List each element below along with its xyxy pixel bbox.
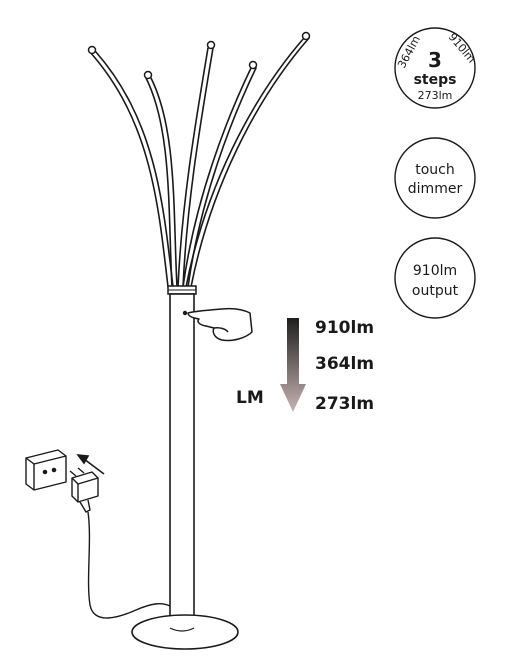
lamp-base (131, 614, 239, 650)
dimming-level-2: 364lm (315, 354, 374, 374)
wall-socket-icon (25, 449, 67, 491)
arm-tip-3 (206, 40, 216, 50)
steps-badge: 364lm 910lm 3 steps 273lm (394, 27, 478, 109)
output-line2: output (412, 283, 459, 299)
touch-dimmer-badge-circle (394, 137, 476, 219)
steps-badge-circle (394, 27, 476, 109)
touch-dimmer-line2: dimmer (408, 181, 463, 197)
arm-tip-5 (301, 31, 311, 41)
plug-adapter-icon (69, 467, 99, 513)
arm-tip-1 (87, 45, 97, 55)
steps-word: steps (414, 72, 457, 88)
lamp-arm-3 (177, 47, 209, 288)
touch-dimmer-badge: touch dimmer (394, 137, 476, 219)
dimming-axis-label: LM (236, 388, 264, 408)
lamp-pole (169, 293, 195, 631)
lamp-arms (89, 37, 310, 288)
power-cable (87, 511, 171, 619)
arm-tip-4 (248, 60, 258, 70)
steps-bottom-label: 273lm (418, 89, 453, 102)
output-line1: 910lm (413, 263, 457, 279)
hand-icon (187, 307, 253, 342)
dimming-arrow-shape (280, 318, 306, 412)
dimming-level-3: 273lm (315, 394, 374, 414)
lamp-arm-2 (145, 77, 173, 288)
touch-sensor (182, 310, 188, 316)
insert-arrow-icon (76, 454, 105, 475)
arm-tip-2 (143, 70, 153, 80)
lamp-arm-tips (87, 31, 311, 80)
dimming-level-1: 910lm (315, 318, 374, 338)
lamp-arm-4 (182, 67, 252, 288)
steps-number: 3 (428, 48, 442, 72)
lamp-arm-5 (185, 37, 305, 288)
output-badge: 910lm output (394, 237, 476, 319)
output-badge-circle (394, 237, 476, 319)
dimming-arrow (280, 318, 306, 412)
touch-dimmer-line1: touch (415, 162, 455, 178)
lamp-arm-1 (89, 51, 169, 288)
